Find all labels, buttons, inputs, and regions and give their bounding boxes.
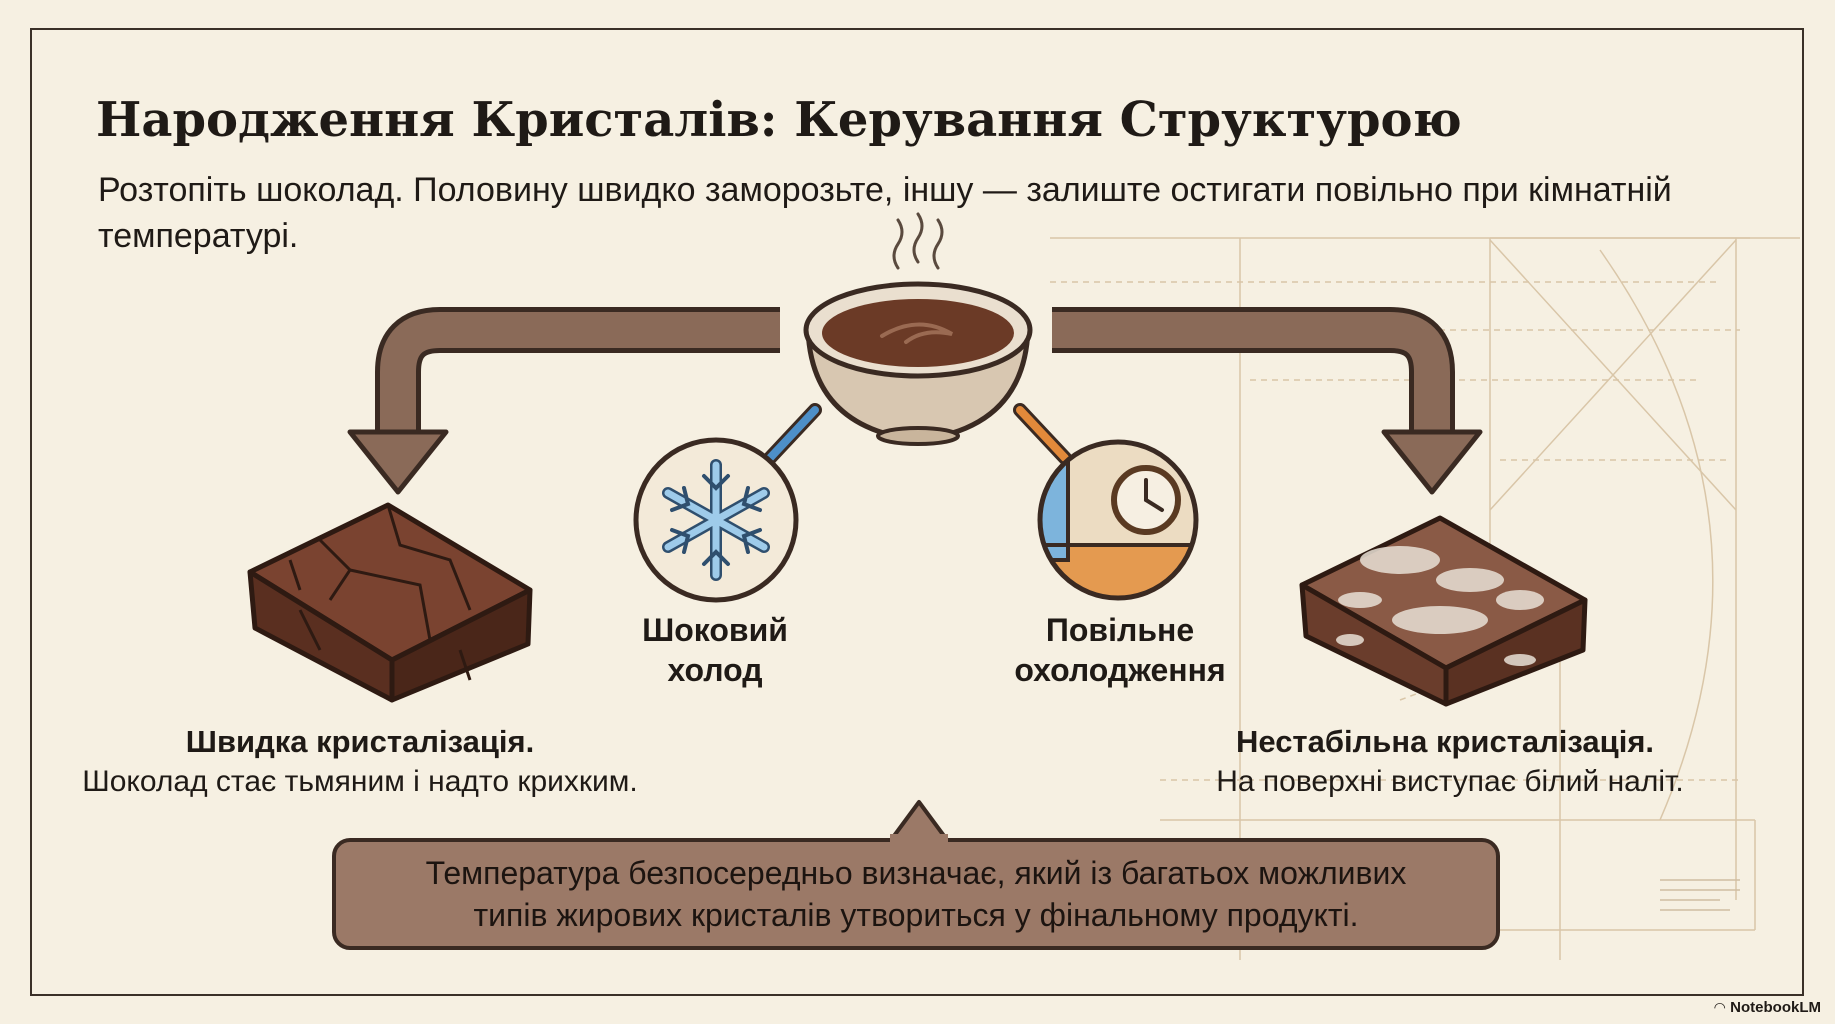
- fast-result-heading: Швидка кристалізація.: [185, 724, 535, 759]
- left-arrow: [347, 307, 780, 495]
- callout-line-1: Температура безпосередньо визначає, який…: [425, 855, 1407, 891]
- steam-icon: [892, 212, 944, 270]
- callout-line-2: типів жирових кристалів утвориться у фін…: [473, 897, 1359, 933]
- notebooklm-logo-icon: ◠: [1714, 999, 1726, 1015]
- bloomed-chocolate-icon: [1299, 515, 1588, 707]
- chocolate-bowl-icon: [803, 281, 1033, 446]
- slow-method-label: Повільне охолодження: [1014, 612, 1226, 688]
- page-title: Народження Кристалів: Керування Структур…: [96, 92, 1462, 149]
- callout-pointer-cover: [890, 834, 948, 846]
- cracked-chocolate-icon: [247, 502, 533, 703]
- right-arrow: [1052, 307, 1483, 495]
- slow-result-heading: Нестабільна кристалізація.: [1235, 724, 1655, 759]
- fast-method-label: Шоковий холод: [642, 612, 788, 688]
- brand-badge: ◠ NotebookLM: [1714, 999, 1821, 1016]
- snowflake-icon: [633, 437, 799, 603]
- slide-frame: [30, 28, 1804, 996]
- brand-name: NotebookLM: [1730, 999, 1821, 1016]
- fast-result-description: Шоколад стає тьмяним і надто крихким.: [82, 765, 638, 798]
- page-subtitle: Розтопіть шоколад. Половину швидко замор…: [98, 171, 1672, 255]
- callout-box: Температура безпосередньо визначає, який…: [332, 838, 1500, 950]
- slow-result-description: На поверхні виступає білий наліт.: [1216, 765, 1684, 798]
